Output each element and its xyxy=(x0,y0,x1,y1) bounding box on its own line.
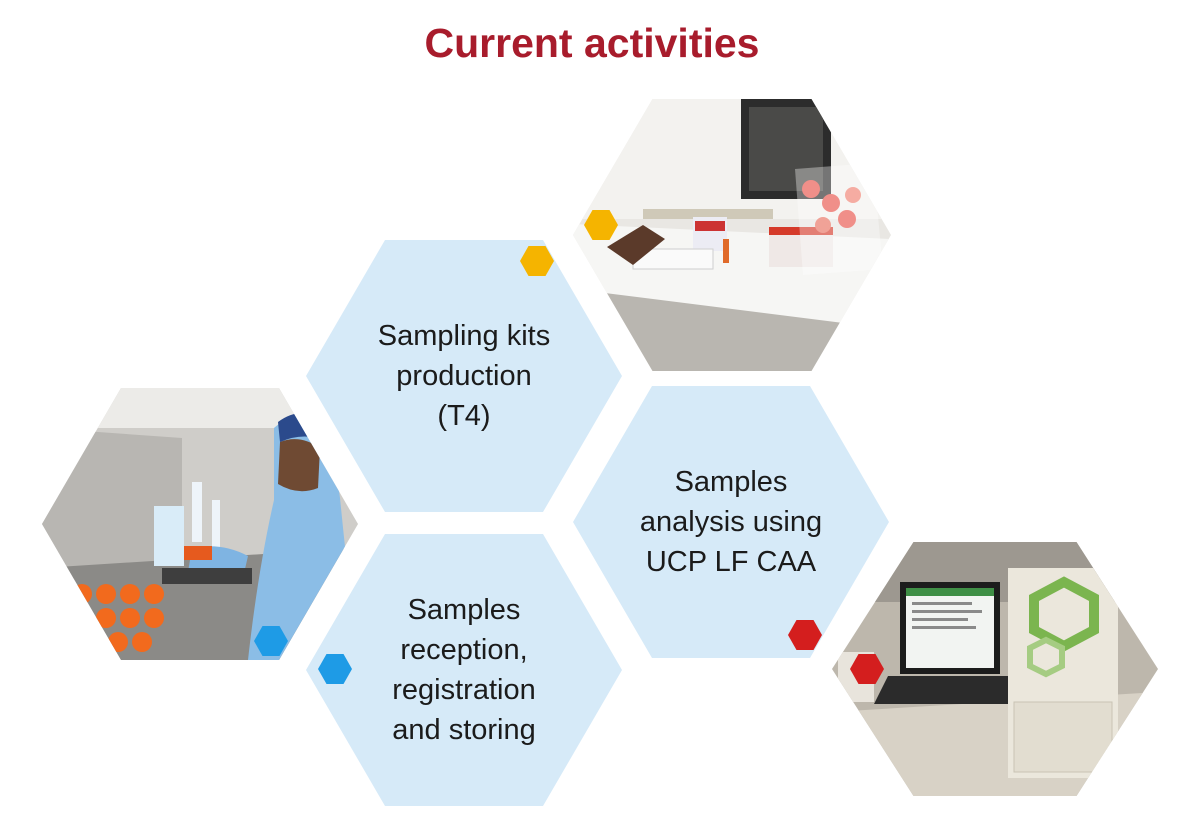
activity-hex-samples-reception: Samples reception, registration and stor… xyxy=(306,534,622,806)
activity-label-sampling-kits: Sampling kits production (T4) xyxy=(377,319,551,432)
activity-label-samples-analysis: Samples analysis using UCP LF CAA xyxy=(639,465,823,578)
activity-hex-sampling-kits: Sampling kits production (T4) xyxy=(306,240,622,512)
activity-label-samples-reception: Samples reception, registration and stor… xyxy=(392,593,536,747)
slide-title: Current activities xyxy=(424,20,760,66)
marker-yellow-activity xyxy=(520,246,554,276)
lab-pipetting-photo xyxy=(42,388,358,660)
marker-red-photo xyxy=(850,654,884,684)
marker-yellow-photo xyxy=(584,210,618,240)
sampling-kits-photo xyxy=(573,99,891,371)
activity-hex-samples-analysis: Samples analysis using UCP LF CAA xyxy=(573,386,889,658)
marker-red-activity xyxy=(788,620,822,650)
